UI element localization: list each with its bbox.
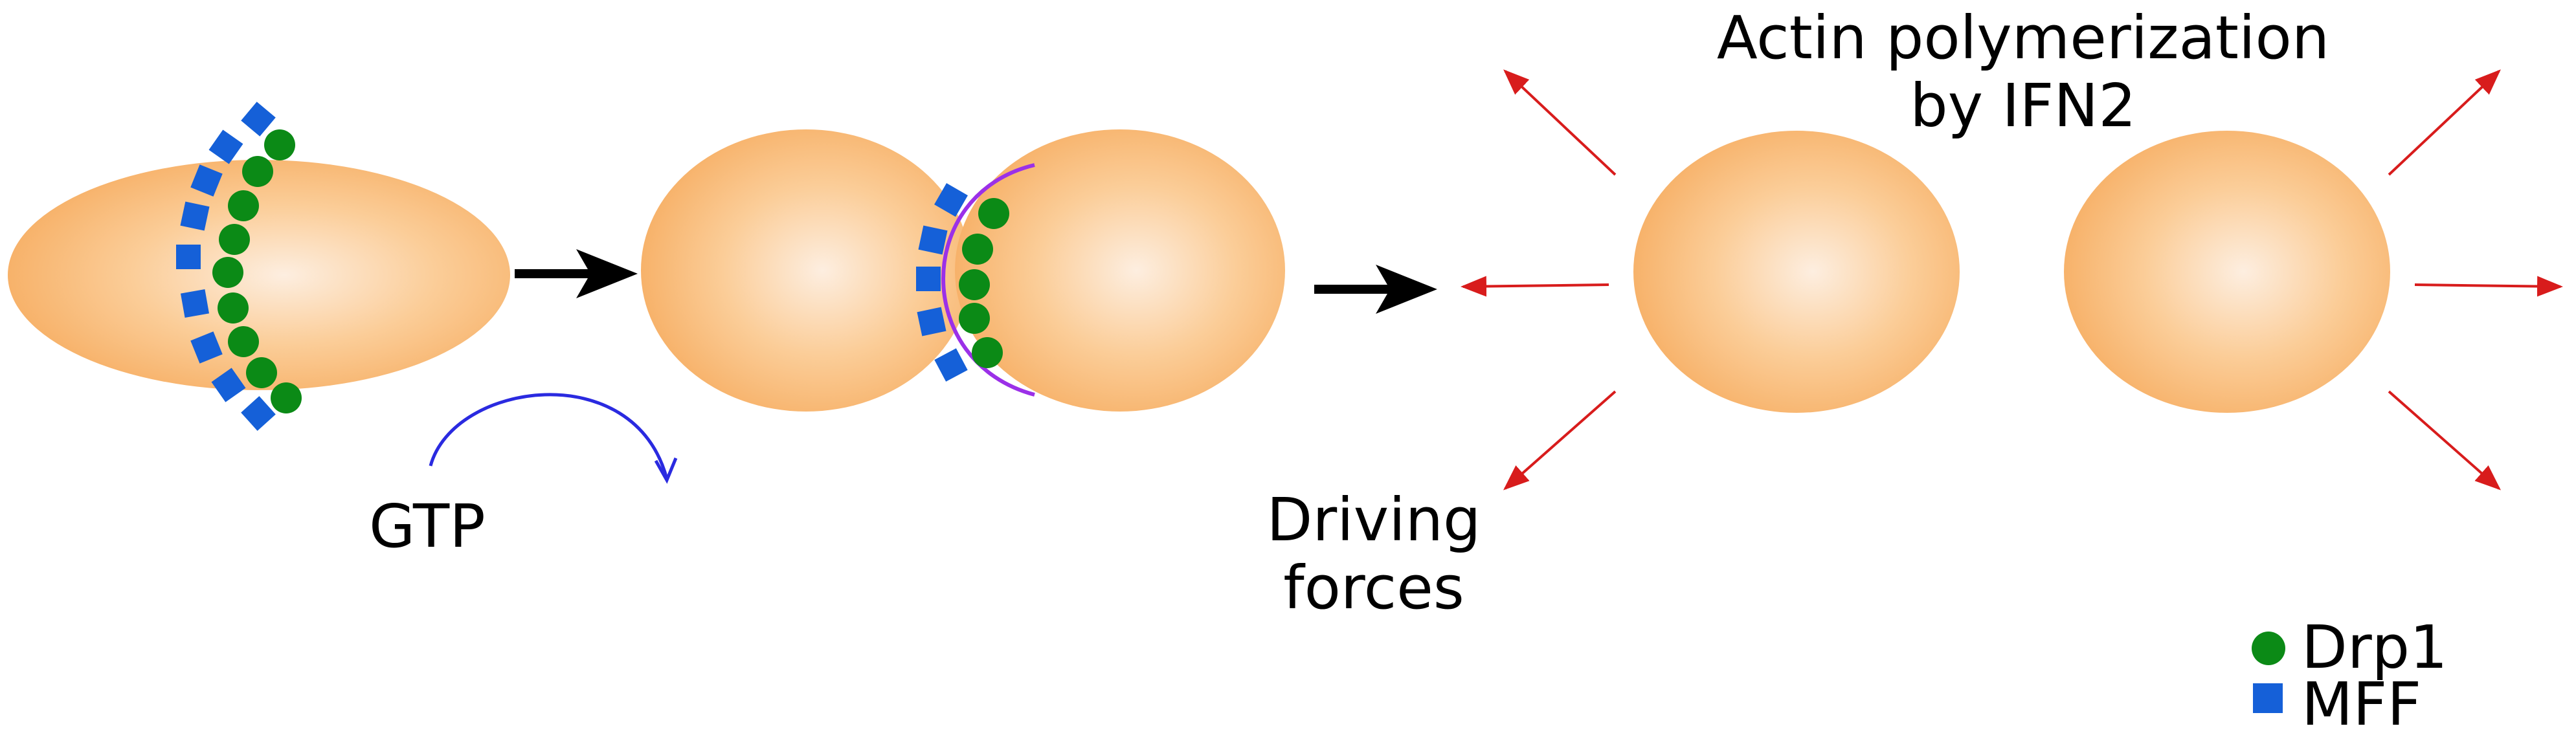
stage-separation: Actin polymerization by IFN2 Driving for… [1267,3,2563,622]
mff-marker [917,307,946,336]
drp1-ring-stage2 [959,198,1009,368]
force-arrow [2388,390,2501,490]
drp1-marker [246,357,277,388]
legend-mff-swatch [2253,683,2283,713]
legend: Drp1 MFF [2252,613,2448,737]
gtp-arrow-head [654,457,678,484]
mff-marker [180,201,210,231]
mff-marker [211,368,246,402]
mff-marker [176,245,201,269]
legend-drp1-swatch [2252,632,2285,665]
legend-mff-label: MFF [2302,670,2421,734]
drp1-marker [972,337,1003,368]
drp1-marker [978,198,1009,229]
force-arrow [2388,69,2501,176]
mff-marker [241,102,276,137]
mff-marker [918,225,948,255]
drp1-marker [271,382,302,413]
drp1-marker [228,190,259,221]
daughter-mitochondrion-right [2064,131,2390,413]
drp1-marker [962,234,993,265]
force-arrow [1503,69,1617,176]
drp1-marker [228,326,259,357]
drp1-marker [959,269,990,300]
drp1-marker [212,257,243,288]
drp1-ring-stage1 [212,129,302,413]
driving-force-arrows [1461,69,2563,490]
mff-marker [208,129,243,164]
mff-marker [190,331,223,364]
mitochondrion-left-half [641,129,971,412]
mff-marker [916,267,941,291]
drp1-marker [264,129,295,160]
stage-constriction: GTP [8,102,678,561]
mff-marker [934,348,968,382]
membrane-arc [941,163,1035,397]
daughter-mitochondrion-left [1633,131,1960,413]
gtp-label: GTP [369,492,486,561]
mff-row-stage1 [176,102,276,431]
step-arrow-1 [515,249,638,298]
force-arrow [1503,390,1617,490]
driving-forces-label-line2: forces [1283,553,1464,622]
mff-marker [241,396,276,431]
drp1-marker [959,303,990,334]
mff-row-stage2 [916,183,968,382]
drp1-marker [219,224,250,255]
stage-membrane-scission [641,129,1285,412]
gtp-hydrolysis-arrow [429,393,669,479]
mff-marker [180,289,210,318]
actin-label-line2: by IFN2 [1910,71,2136,140]
mff-marker [190,164,223,197]
mitochondrion-elongated [8,160,510,390]
mitochondrion-right-half [955,129,1285,412]
drp1-marker [218,292,249,324]
force-arrow [2414,276,2563,297]
driving-forces-label-line1: Driving [1267,485,1481,555]
drp1-marker [242,156,273,187]
force-arrow [1461,276,1609,297]
legend-drp1-label: Drp1 [2302,613,2448,682]
actin-label-line1: Actin polymerization [1717,3,2329,72]
mff-marker [934,183,968,217]
step-arrow-2 [1314,265,1437,314]
